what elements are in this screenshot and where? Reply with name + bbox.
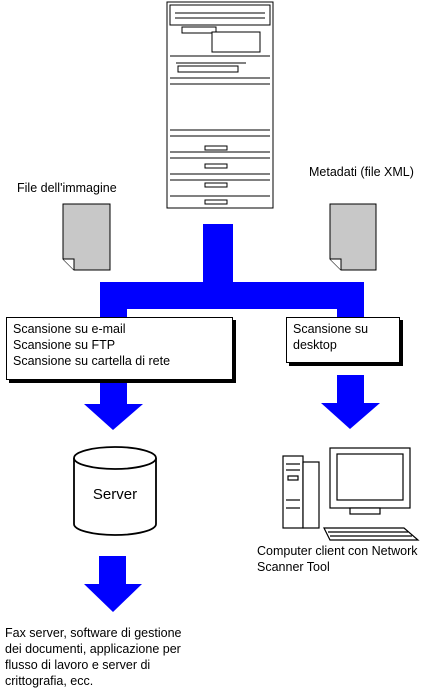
server-database-icon <box>73 446 157 536</box>
destinations-line1: Fax server, software di gestione <box>5 626 182 640</box>
server-label: Server <box>92 486 138 503</box>
arrow-right-to-client <box>321 375 380 429</box>
destinations-line3: flusso di lavoro e server di <box>5 658 151 672</box>
arrow-server-to-destinations <box>84 556 142 612</box>
destinations-line2: dei documenti, applicazione per <box>5 642 181 656</box>
image-file-document-icon <box>62 203 111 271</box>
scan-to-network-folder-label: Scansione su cartella di rete <box>13 354 171 368</box>
scan-destinations-box: Scansione su e-mail Scansione su FTP Sca… <box>6 317 233 380</box>
metadata-document-icon <box>329 203 377 271</box>
client-label-line2: Scanner Tool <box>257 560 330 574</box>
client-computer-icon <box>282 447 420 541</box>
arrow-left-to-server <box>84 380 143 430</box>
image-file-label: File dell'immagine <box>17 181 117 195</box>
mfp-printer-icon <box>166 1 274 209</box>
scan-to-desktop-line1: Scansione su <box>293 322 369 336</box>
blue-flow-connector <box>100 224 364 322</box>
scan-to-email-label: Scansione su e-mail <box>13 322 126 336</box>
scan-to-ftp-label: Scansione su FTP <box>13 338 116 352</box>
scan-to-desktop-line2: desktop <box>293 338 337 352</box>
client-label-line1: Computer client con Network <box>257 544 418 558</box>
destinations-line4: crittografia, ecc. <box>5 674 94 688</box>
scan-to-desktop-box: Scansione su desktop <box>286 317 400 363</box>
metadata-label: Metadati (file XML) <box>309 165 414 179</box>
